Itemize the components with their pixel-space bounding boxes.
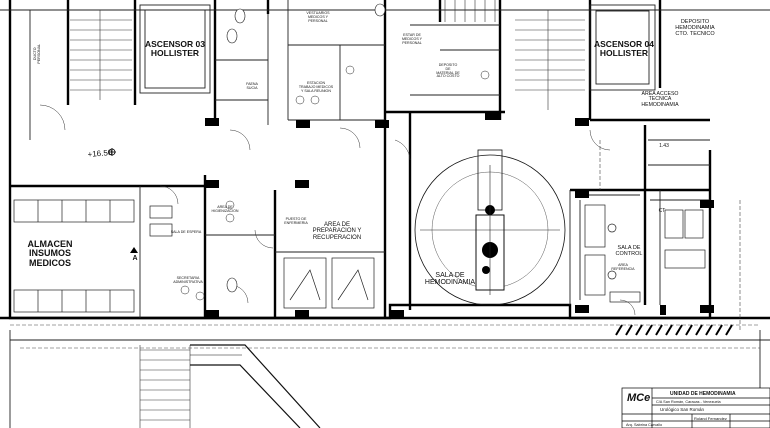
label-deposito-material: DEPOSITO DE MATERIAL DE ALTO COSTO: [436, 63, 460, 79]
ramp: [190, 344, 321, 428]
label-faena-sucia: FAENA SUCIA: [246, 82, 258, 90]
dimension-text-1: 1.43: [659, 143, 669, 149]
title-block-logo: MCe: [627, 392, 651, 404]
section-mark-text: A: [132, 255, 138, 262]
label-ascensor-03: ASCENSOR 03 HOLLISTER: [145, 39, 205, 58]
control-desks: [584, 204, 706, 303]
label-ducto-personal: DUCTO PERSONAL: [33, 43, 41, 64]
label-area-acceso-tecnica: AREA ACCESO TECNICA HEMODINAMIA: [641, 91, 679, 108]
chairs: [180, 65, 490, 301]
dashed-lines: [10, 140, 760, 349]
title-block-client: Urológico San Román: [660, 407, 705, 412]
label-almacen: ALMACEN INSUMOS MEDICOS: [27, 239, 73, 268]
main-walls: [0, 0, 770, 320]
label-estar-medicos: ESTAR DE MEDICOS Y PERSONAL: [401, 33, 423, 45]
label-sala-control: SALA DE CONTROL: [615, 245, 643, 257]
recovery-beds: [283, 257, 375, 309]
label-sala-hemodinamia: SALA DE HEMODINAMIA: [424, 272, 476, 287]
label-ascensor-04: ASCENSOR 04 HOLLISTER: [594, 39, 654, 58]
section-arrow: [130, 247, 138, 253]
label-area-higienizacion: AREA DE HIGIENIZACION: [211, 205, 239, 213]
title-block-designer: Roland Fernandez: [694, 416, 727, 421]
stairs: [70, 0, 585, 428]
window-marks: [615, 324, 733, 336]
label-area-referencia: AREA REFERENCIA: [611, 263, 635, 271]
label-estacion-trabajo: ESTACION TRABAJO MEDICOS Y SALA REUNION: [298, 81, 334, 93]
door-swings: [39, 104, 636, 316]
shelving: [13, 199, 173, 313]
label-deposito-hemodinamia: DEPOSITO HEMODINAMIA CTO. TECNICO: [675, 19, 715, 37]
title-block-frame: [621, 387, 770, 428]
label-secretaria: SECRETARIA ADMINISTRATIVA: [173, 276, 203, 284]
toilets: [226, 3, 386, 293]
label-vestuarios: VESTUARIOS MEDICOS Y PERSONAL: [306, 11, 330, 23]
level-marker: [108, 148, 116, 156]
title-block-architect: Arq. Sabrina Carvallo: [626, 423, 663, 427]
dimension-text-2: CT: [658, 208, 666, 214]
label-puesto-enfermeria: PUESTO DE ENFERMERIA: [284, 217, 308, 225]
title-block-project: UNIDAD DE HEMODINAMIA: [670, 391, 736, 397]
label-sala-espera: SALA DE ESPERA: [170, 230, 202, 234]
structural-columns: [205, 112, 714, 318]
title-block-address: C/A San Román, Caracas - Venezuela: [656, 399, 721, 404]
hemodynamics-equipment: [414, 149, 566, 306]
label-area-preparacion: AREA DE PREPARACION Y RECUPERACION: [312, 222, 362, 241]
